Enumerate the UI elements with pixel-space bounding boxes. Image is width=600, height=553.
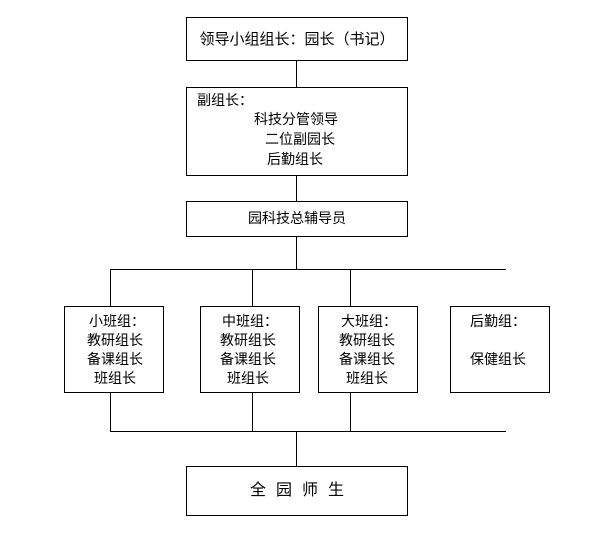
- deputy-item: 二位副园长: [265, 132, 335, 148]
- group-title: 小班组：: [89, 314, 145, 330]
- leader-label: 领导小组组长：园长（书记）: [199, 30, 395, 48]
- tech-coordinator-label: 园科技总辅导员: [248, 211, 346, 227]
- group-box-middle: 中班组： 教研组长 备课组长 班组长: [200, 306, 300, 393]
- group-item: 备课组长: [220, 352, 276, 368]
- group-box-small: 小班组： 教研组长 备课组长 班组长: [64, 306, 164, 393]
- group-item: 班组长: [94, 371, 136, 387]
- group-item: 备课组长: [339, 352, 395, 368]
- group-title: 后勤组：: [470, 314, 526, 330]
- group-title: 大班组：: [341, 314, 397, 330]
- connector-tech-bus: [296, 236, 297, 269]
- tech-coordinator-box: 园科技总辅导员: [186, 201, 408, 237]
- deputy-box: 副组长： 科技分管领导 二位副园长 后勤组长: [186, 87, 408, 176]
- group-item: 备课组长: [87, 352, 143, 368]
- connector-bus-all: [296, 431, 297, 467]
- connector-leader-deputy: [296, 60, 297, 88]
- leader-box: 领导小组组长：园长（书记）: [186, 17, 408, 61]
- all-staff-students-box: 全园师生: [186, 466, 408, 516]
- group-item: 班组长: [227, 371, 269, 387]
- deputy-item: 科技分管领导: [254, 112, 338, 128]
- group-item: 教研组长: [339, 333, 395, 349]
- group-item: 教研组长: [220, 333, 276, 349]
- group-box-logistics: 后勤组： 保健组长: [450, 306, 550, 393]
- deputy-item: 后勤组长: [267, 152, 323, 168]
- connector-deputy-tech: [296, 175, 297, 202]
- group-box-large: 大班组： 教研组长 备课组长 班组长: [318, 306, 418, 393]
- top-bus-line: [110, 269, 506, 270]
- group-title: 中班组：: [222, 314, 278, 330]
- all-staff-students-label: 全园师生: [249, 480, 354, 499]
- group-item: 班组长: [346, 371, 388, 387]
- deputy-title: 副组长：: [197, 93, 253, 109]
- group-item: 教研组长: [87, 333, 143, 349]
- group-item: 保健组长: [470, 352, 526, 368]
- bottom-bus-line: [110, 431, 506, 432]
